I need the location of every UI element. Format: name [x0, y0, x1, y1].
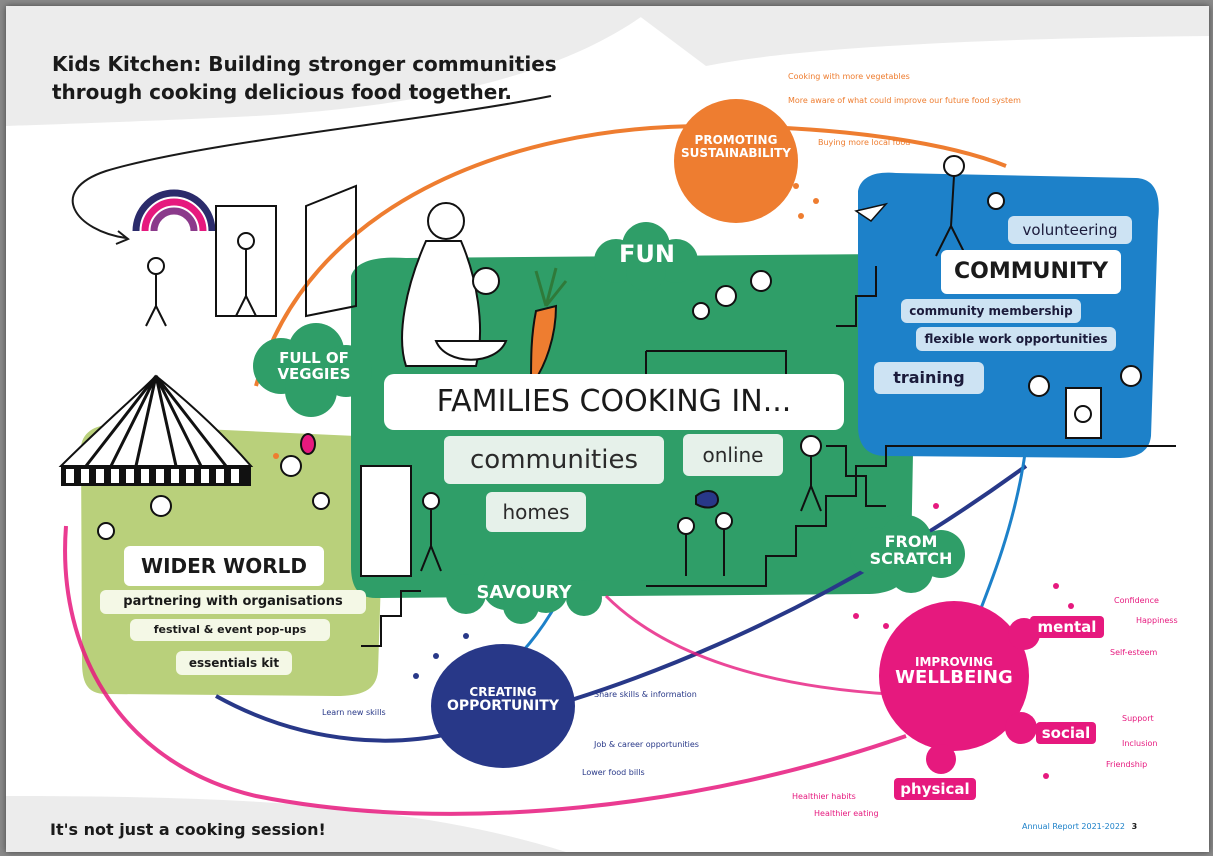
center-item-homes: homes	[486, 492, 586, 532]
scratch-label-1: FROM	[884, 532, 938, 551]
background-shapes	[6, 6, 1209, 852]
community-item-flexible-work: flexible work opportunities	[916, 327, 1116, 351]
community-item-volunteering: volunteering	[1008, 216, 1132, 244]
line-art	[215, 184, 1176, 647]
savoury-cloud	[446, 562, 602, 624]
sustainability-title-1: PROMOTING	[694, 133, 778, 147]
physical-item-eating: Healthier eating	[814, 809, 879, 818]
title-arrow	[71, 95, 552, 239]
header-line-2: through cooking delicious food together.	[52, 80, 512, 104]
opportunity-item-bills: Lower food bills	[582, 768, 645, 777]
mental-item-confidence: Confidence	[1114, 596, 1159, 605]
sustainability-title: PROMOTING SUSTAINABILITY	[674, 134, 798, 159]
veggies-label-1: FULL OF	[279, 349, 349, 367]
community-item-training: training	[874, 362, 984, 394]
wellbeing-mental-label: mental	[1030, 616, 1104, 638]
sustainability-item-3: Buying more local food	[818, 138, 911, 147]
social-item-inclusion: Inclusion	[1122, 739, 1158, 748]
opportunity-title-1: CREATING	[469, 685, 537, 699]
center-item-online: online	[683, 434, 783, 476]
sustainability-title-2: SUSTAINABILITY	[681, 145, 791, 160]
top-right-grey-shape	[626, 6, 1209, 66]
certificate-seal-icon	[1074, 405, 1092, 423]
paper-plane-icon	[854, 202, 889, 222]
social-item-support: Support	[1122, 714, 1154, 723]
footer-page-number: 3	[1131, 822, 1138, 831]
wellbeing-title: IMPROVING WELLBEING	[884, 656, 1024, 687]
orange-connector	[254, 123, 1007, 387]
scratch-cloud	[850, 515, 965, 593]
rainbow-icon	[132, 189, 216, 232]
center-item-communities: communities	[444, 436, 664, 484]
header-line-1: Kids Kitchen: Building stronger communit…	[52, 52, 557, 76]
sustainability-item-2: More aware of what could improve our fut…	[788, 96, 1021, 105]
opportunity-title: CREATING OPPORTUNITY	[431, 686, 575, 713]
header-title: Kids Kitchen: Building stronger communit…	[52, 50, 557, 106]
opportunity-item-jobs: Job & career opportunities	[594, 740, 699, 749]
footer-tagline: It's not just a cooking session!	[50, 820, 326, 839]
wellbeing-title-2: WELLBEING	[895, 666, 1013, 688]
fun-label: FUN	[619, 240, 675, 268]
bottom-grey-shape	[6, 796, 566, 852]
footer-report: Annual Report 2021-2022 3	[1022, 822, 1137, 831]
wellbeing-social-label: social	[1036, 722, 1096, 744]
opportunity-title-2: OPPORTUNITY	[446, 697, 559, 714]
stick-figures	[97, 155, 1142, 576]
wellbeing-circle	[879, 601, 1029, 751]
scratch-label-2: SCRATCH	[869, 548, 953, 568]
social-item-friendship: Friendship	[1106, 760, 1148, 769]
market-tent-icon	[58, 374, 254, 486]
wider-world-item-essentials: essentials kit	[176, 651, 292, 675]
carrot-leaves-icon	[534, 267, 568, 307]
footer-report-title: Annual Report 2021-2022	[1022, 822, 1126, 831]
veggies-label: FULL OF VEGGIES	[264, 349, 364, 383]
community-item-membership: community membership	[901, 299, 1081, 323]
infographic-page: Kids Kitchen: Building stronger communit…	[6, 6, 1209, 852]
physical-item-habits: Healthier habits	[792, 792, 856, 801]
wellbeing-title-1: IMPROVING	[915, 655, 993, 669]
sustainability-circle	[674, 99, 798, 223]
title-arrowhead	[115, 230, 130, 245]
opportunity-item-learn: Learn new skills	[322, 708, 386, 717]
savoury-label: SAVOURY	[476, 582, 572, 603]
wider-world-title: WIDER WORLD	[124, 546, 324, 586]
pink-connector	[63, 525, 907, 816]
wellbeing-physical-label: physical	[894, 778, 976, 800]
scratch-label: FROM SCRATCH	[856, 532, 966, 568]
community-title: COMMUNITY	[941, 250, 1121, 294]
veggies-cloud	[253, 323, 372, 417]
opportunity-circle	[431, 644, 575, 768]
physical-node	[926, 744, 956, 774]
fun-cloud	[594, 222, 698, 291]
wider-world-item-partnering: partnering with organisations	[100, 590, 366, 614]
top-grey-shape	[6, 6, 656, 126]
mental-item-happiness: Happiness	[1136, 616, 1178, 625]
veggies-label-2: VEGGIES	[277, 364, 351, 383]
social-node	[1005, 712, 1037, 744]
opportunity-item-share: Share skills & information	[594, 690, 697, 699]
mental-item-self-esteem: Self-esteem	[1110, 648, 1158, 657]
sustainability-item-1: Cooking with more vegetables	[788, 72, 910, 81]
wider-world-item-festival: festival & event pop-ups	[130, 619, 330, 641]
families-title: FAMILIES COOKING IN...	[384, 374, 844, 430]
